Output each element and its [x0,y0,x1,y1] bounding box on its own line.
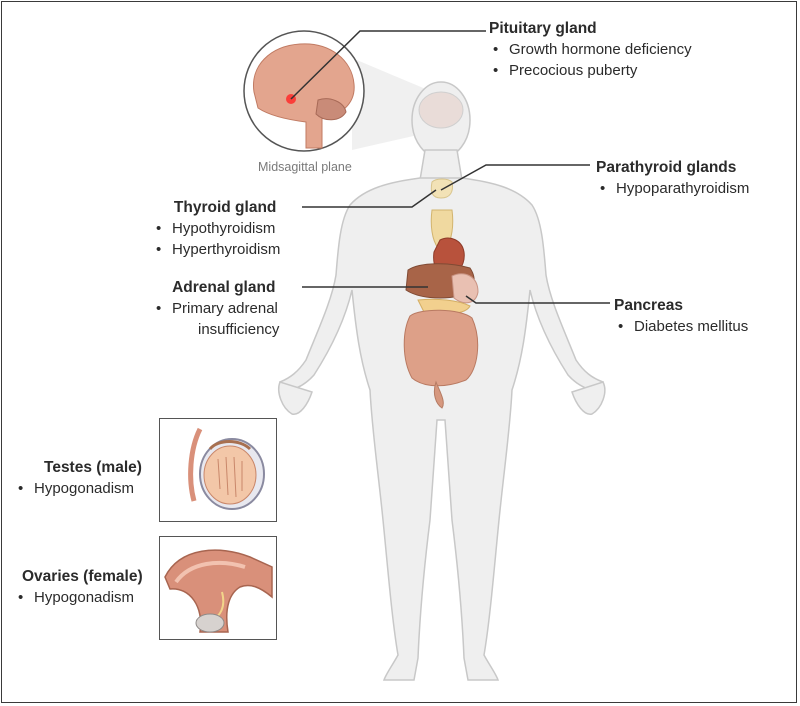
head-brain [419,92,463,128]
parathyroid-label: Parathyroid glands Hypoparathyroidism [596,157,749,199]
thyroid-item: Hyperthyroidism [152,239,280,260]
testes-item: Hypogonadism [14,478,142,499]
testes-illustration [160,419,275,519]
pancreas-title: Pancreas [614,295,748,316]
adrenal-label: Adrenal gland Primary adrenal insufficie… [152,277,279,340]
thyroid-title: Thyroid gland [152,197,280,218]
parathyroid-item: Hypoparathyroidism [596,178,749,199]
ovaries-title: Ovaries (female) [14,566,143,587]
pituitary-title: Pituitary gland [489,18,692,39]
inset-caption: Midsagittal plane [258,160,352,174]
adrenal-item-cont: insufficiency [152,319,279,340]
adrenal-title: Adrenal gland [152,277,279,298]
brain-inset [244,31,364,151]
pancreas-label: Pancreas Diabetes mellitus [614,295,748,337]
pituitary-item: Precocious puberty [489,60,692,81]
pancreas-item: Diabetes mellitus [614,316,748,337]
adrenal-item: Primary adrenal [152,298,279,319]
pituitary-label: Pituitary gland Growth hormone deficienc… [489,18,692,81]
ovaries-item: Hypogonadism [14,587,143,608]
thyroid-item: Hypothyroidism [152,218,280,239]
pituitary-item: Growth hormone deficiency [489,39,692,60]
testes-title: Testes (male) [14,457,142,478]
thyroid-shape [431,179,452,198]
ovaries-label: Ovaries (female) Hypogonadism [14,566,143,608]
parathyroid-title: Parathyroid glands [596,157,749,178]
testes-label: Testes (male) Hypogonadism [14,457,142,499]
ovaries-inset [159,536,277,640]
thyroid-label: Thyroid gland Hypothyroidism Hyperthyroi… [152,197,280,260]
ovaries-illustration [160,537,275,637]
intestines-shape [404,310,477,386]
testes-inset [159,418,277,522]
